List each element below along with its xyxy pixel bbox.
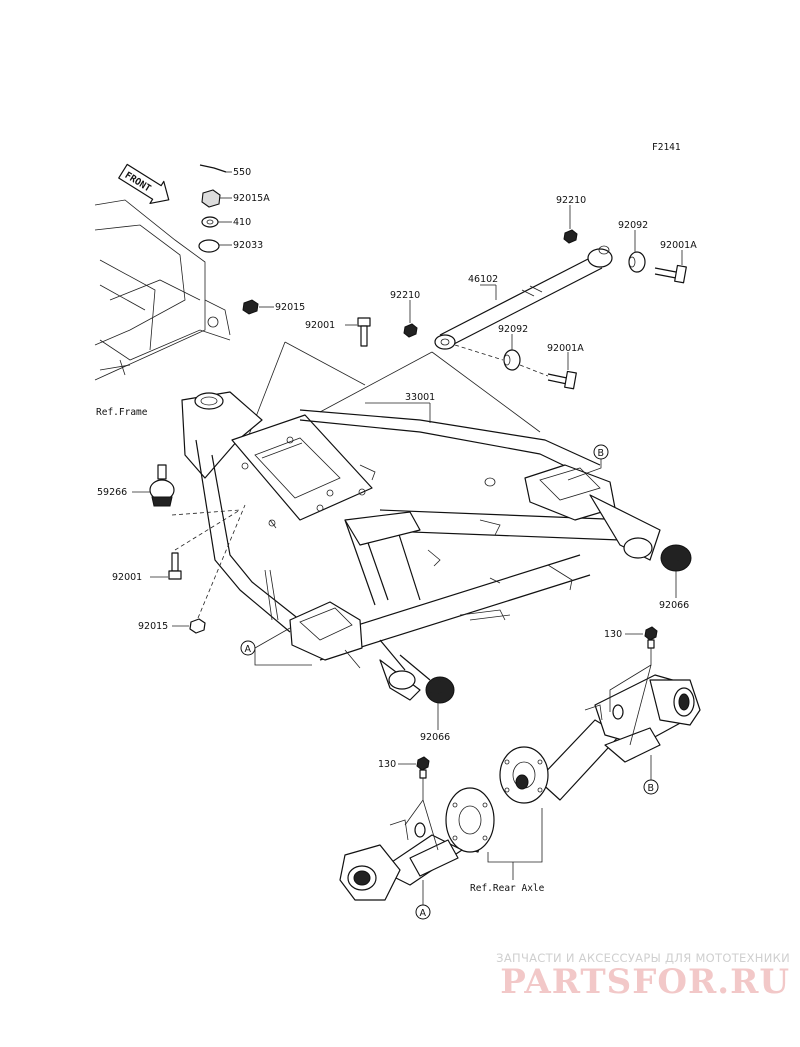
snap-ring-icon	[198, 239, 232, 253]
bolt-icon	[345, 317, 371, 347]
part-92066-bottom: 92066	[420, 732, 450, 743]
figure-code: F2141	[652, 142, 681, 153]
part-92001-top: 92001	[305, 320, 335, 331]
part-550: 550	[233, 167, 251, 178]
part-92033: 92033	[233, 240, 263, 251]
part-92001-left: 92001	[112, 572, 142, 583]
part-130-right: 130	[604, 629, 622, 640]
part-92001A-upper: 92001A	[660, 240, 697, 251]
link-rod-assembly	[434, 245, 613, 350]
front-arrow-icon: FRONT	[118, 163, 170, 205]
part-92210-upper: 92210	[556, 195, 586, 206]
ball-joint-icon	[132, 464, 175, 507]
bolt-icon	[150, 552, 182, 580]
part-92015A: 92015A	[233, 193, 270, 204]
callout-a-axle-label: A	[420, 908, 427, 919]
bolt-icon	[625, 626, 658, 649]
ref-frame-label: Ref.Frame	[96, 407, 148, 418]
swingarm-frame	[181, 391, 692, 704]
washer-icon	[201, 216, 232, 228]
nut-icon	[403, 323, 418, 338]
bolt-icon	[547, 370, 577, 390]
axle-housing-left	[339, 787, 495, 901]
part-59266: 59266	[97, 487, 127, 498]
bushing-icon	[628, 251, 646, 273]
part-46102: 46102	[468, 274, 498, 285]
ref-rear-axle-label: Ref.Rear Axle	[470, 883, 545, 894]
bolt-icon	[398, 756, 430, 779]
callout-a-frame-label: A	[245, 644, 252, 655]
callout-b-frame-label: B	[598, 448, 605, 459]
reference-frame-drawing	[94, 199, 231, 381]
bolt-icon	[654, 264, 687, 284]
part-92015-top: 92015	[275, 302, 305, 313]
watermark-tagline: ЗАПЧАСТИ И АКСЕССУАРЫ ДЛЯ МОТОТЕХНИКИ	[496, 951, 790, 965]
part-130-left: 130	[378, 759, 396, 770]
callout-b-axle-label: B	[648, 783, 655, 794]
nut-icon	[242, 299, 274, 315]
castle-nut-icon	[201, 189, 232, 208]
bushing-icon	[503, 349, 521, 371]
watermark-logo: PARTSFOR.RU	[500, 962, 790, 1002]
cotter-pin-icon	[199, 164, 232, 173]
nut-icon	[172, 618, 206, 634]
part-92066-right: 92066	[659, 600, 689, 611]
part-92092-upper: 92092	[618, 220, 648, 231]
axle-housing-right	[499, 674, 701, 804]
part-92210-lower: 92210	[390, 290, 420, 301]
part-92092-lower: 92092	[498, 324, 528, 335]
part-410: 410	[233, 217, 251, 228]
part-92015-left: 92015	[138, 621, 168, 632]
part-33001: 33001	[405, 392, 435, 403]
nut-icon	[563, 229, 578, 244]
part-92001A-lower: 92001A	[547, 343, 584, 354]
